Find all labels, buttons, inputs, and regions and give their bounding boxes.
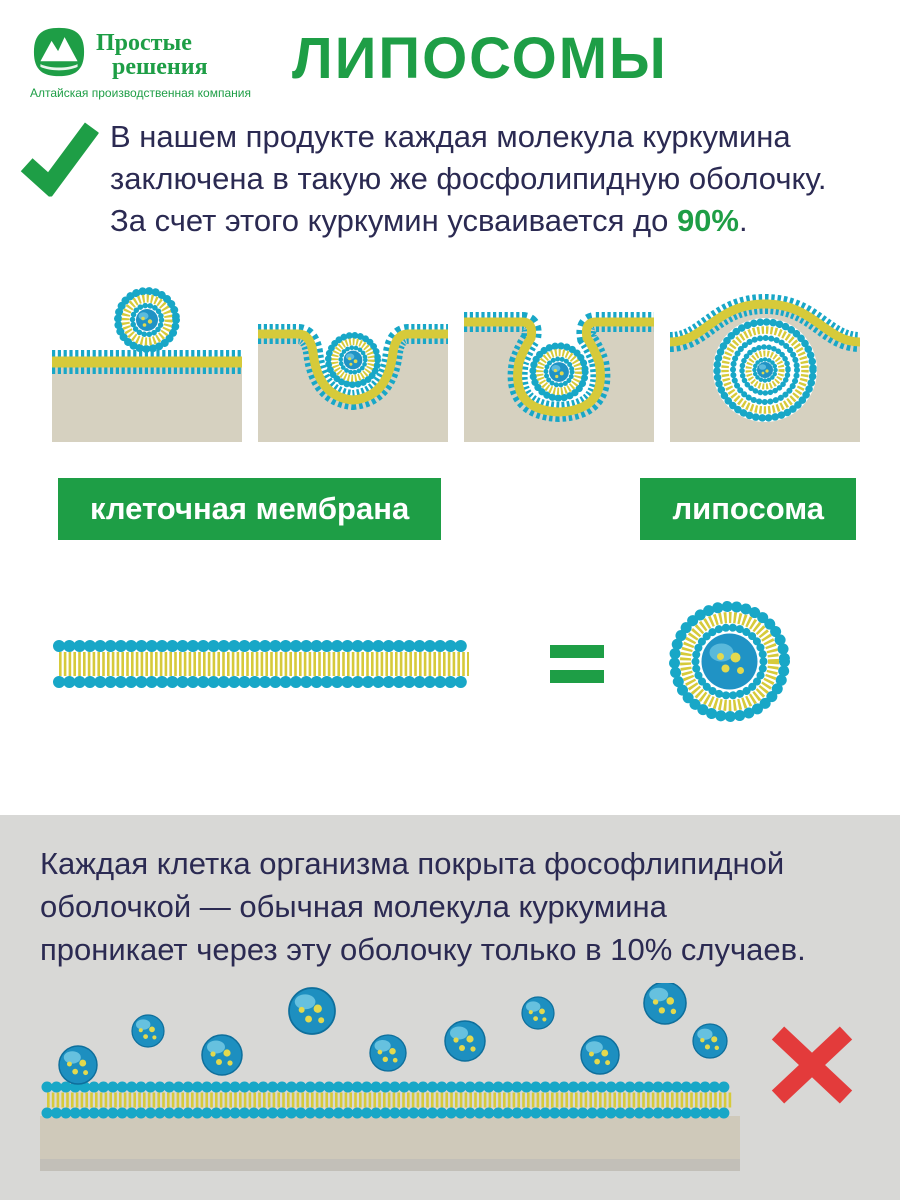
equals-sign: = <box>550 645 604 684</box>
bottom-text-line-1: Каждая клетка организма покрыта фософлип… <box>40 846 785 881</box>
curcumin-molecule <box>201 1034 243 1077</box>
page-title: ЛИПОСОМЫ <box>292 26 668 91</box>
checkmark-icon <box>20 122 100 199</box>
liposome-illustration <box>114 287 180 354</box>
liposome-large-illustration <box>669 601 790 723</box>
bottom-text-line-3: проникает через эту оболочку только в 10… <box>40 931 806 967</box>
liposome-label: липосома <box>640 478 856 541</box>
intro-line-3: За счет этого куркумин усваивается до 90… <box>110 200 826 242</box>
logo-row: Простые решения <box>30 26 268 80</box>
curcumin-molecule <box>58 1045 98 1086</box>
cross-icon <box>768 1025 856 1110</box>
bottom-illustration <box>0 983 900 1183</box>
vesicle-with-liposome <box>713 318 817 423</box>
liposome-illustration <box>529 342 589 403</box>
company-logo: Простые решения Алтайская производственн… <box>30 26 268 100</box>
bottom-text-line-2: оболочкой — обычная молекула куркумина <box>40 888 667 924</box>
endocytosis-stages <box>52 262 860 443</box>
logo-name-line2: решения <box>112 54 208 81</box>
logo-subtitle: Алтайская производственная компания <box>30 85 251 100</box>
stage-panel-3 <box>464 312 654 443</box>
stage-panel-2 <box>258 324 448 443</box>
curcumin-molecule <box>580 1035 620 1076</box>
mountain-logo-icon <box>33 27 85 77</box>
curcumin-molecule <box>444 1020 486 1063</box>
intro-line-3-prefix: За счет этого куркумин усваивается до <box>110 203 677 239</box>
equals-bar-top <box>550 645 604 659</box>
bottom-section: Каждая клетка организма покрыта фософлип… <box>0 815 900 1200</box>
intro-section: В нашем продукте каждая молекула куркуми… <box>20 116 884 242</box>
membrane-bilayer-illustration <box>53 640 475 689</box>
logo-name: Простые решения <box>96 26 208 80</box>
bottom-text: Каждая клетка организма покрыта фософлип… <box>40 843 874 971</box>
intro-line-2: заключена в такую же фосфолипидную оболо… <box>110 161 827 197</box>
equation-row: = <box>52 594 900 734</box>
absorption-percentage: 90% <box>676 203 739 239</box>
curcumin-molecule <box>369 1034 407 1072</box>
checkmark-wrap <box>20 116 108 242</box>
stage-panel-4 <box>670 294 860 443</box>
logo-name-line1: Простые <box>96 30 192 56</box>
curcumin-molecule <box>131 1014 165 1048</box>
labels-row: клеточная мембрана липосома <box>58 478 856 541</box>
curcumin-molecule <box>521 996 555 1030</box>
intro-text: В нашем продукте каждая молекула куркуми… <box>110 116 826 242</box>
stage-panel-1 <box>52 287 242 443</box>
liposome-wrap <box>662 594 797 734</box>
curcumin-molecule <box>288 987 336 1036</box>
header: Простые решения Алтайская производственн… <box>0 0 900 100</box>
intro-line-3-suffix: . <box>738 203 748 239</box>
equals-bar-bottom <box>550 670 604 684</box>
membrane-label: клеточная мембрана <box>58 478 442 541</box>
intro-line-1: В нашем продукте каждая молекула куркуми… <box>110 118 791 154</box>
membrane-molecules-illustration <box>40 983 740 1172</box>
curcumin-molecule <box>692 1023 728 1059</box>
liposome-illustration <box>324 332 382 389</box>
curcumin-molecule <box>643 983 687 1026</box>
